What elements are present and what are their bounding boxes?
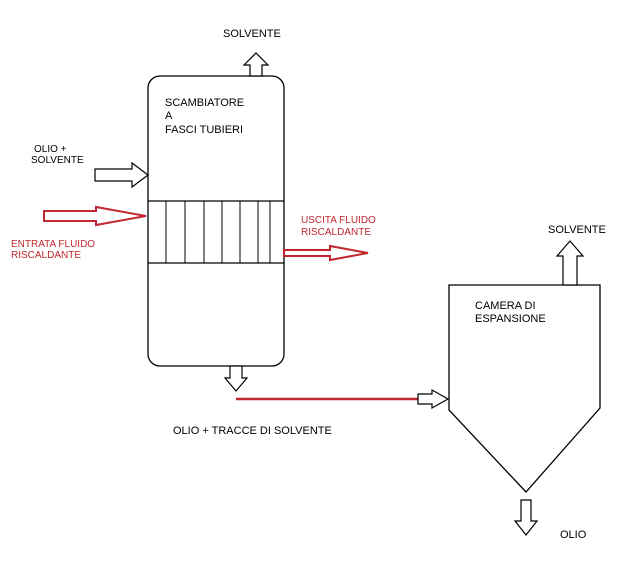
heating-in-label-line-2: RISCALDANTE xyxy=(11,250,81,261)
bottom-outlet-arrow-icon xyxy=(223,365,249,392)
chamber-solvent-label: SOLVENTE xyxy=(548,224,606,236)
exchanger-title-line-3: FASCI TUBIERI xyxy=(165,124,243,136)
heating-fluid-outlet-arrow-icon xyxy=(283,244,369,262)
tube-bundle xyxy=(165,201,271,263)
bottom-product-label: OLIO + TRACCE DI SOLVENTE xyxy=(173,425,332,437)
exchanger-title-line-2: A xyxy=(165,110,173,122)
chamber-inlet-arrow-icon xyxy=(417,388,450,410)
chamber-title-line-1: CAMERA DI xyxy=(475,300,536,312)
heating-out-label-line-1: USCITA FLUIDO xyxy=(301,215,376,226)
top-solvent-arrow-icon xyxy=(242,52,270,77)
chamber-oil-label: OLIO xyxy=(560,529,587,541)
heat-exchanger-vessel xyxy=(147,75,285,367)
exchanger-title-line-1: SCAMBIATORE xyxy=(165,97,244,109)
chamber-solvent-arrow-icon xyxy=(555,240,585,286)
heating-fluid-inlet-arrow-icon xyxy=(43,205,147,227)
feed-inlet-label-line-2: SOLVENTE xyxy=(31,155,84,166)
chamber-oil-arrow-icon xyxy=(513,499,539,536)
heating-out-label-line-2: RISCALDANTE xyxy=(301,227,371,238)
feed-inlet-arrow-icon xyxy=(94,161,149,189)
heating-in-label-line-1: ENTRATA FLUIDO xyxy=(11,239,95,250)
chamber-title-line-2: ESPANSIONE xyxy=(475,313,546,325)
top-solvent-label: SOLVENTE xyxy=(223,28,281,40)
feed-inlet-label-line-1: OLIO + xyxy=(34,144,67,155)
